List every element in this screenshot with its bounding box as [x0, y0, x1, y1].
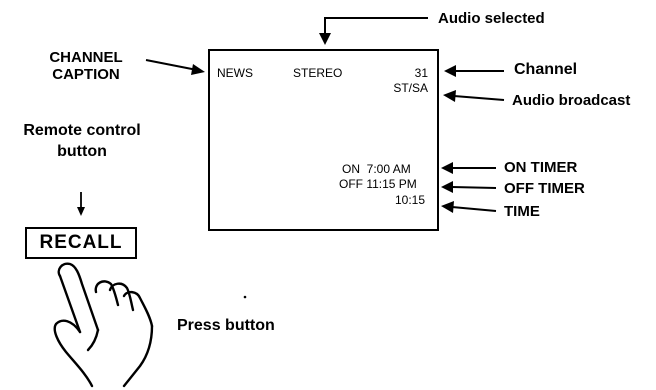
channel-caption-arrowhead [191, 64, 205, 75]
time-arrow [452, 207, 496, 211]
pointing-hand-icon [55, 264, 152, 386]
remote-arrowhead [77, 207, 85, 216]
screen-audio-broadcast: ST/SA [370, 82, 428, 95]
audio-broadcast-label: Audio broadcast [512, 92, 630, 109]
channel-caption-label: CHANNEL CAPTION [30, 49, 142, 84]
off-timer-label: OFF TIMER [504, 180, 585, 197]
audio-broadcast-arrow [454, 96, 504, 100]
stray-dot [244, 296, 247, 299]
audio-selected-label: Audio selected [438, 10, 545, 27]
on-timer-label: ON TIMER [504, 159, 577, 176]
channel-label: Channel [514, 61, 577, 79]
press-button-label: Press button [177, 317, 275, 335]
screen-channel: 31 [380, 67, 428, 80]
audio-broadcast-arrowhead [443, 90, 456, 102]
screen-time: 10:15 [370, 194, 425, 207]
on-timer-arrowhead [441, 162, 453, 174]
channel-caption-line2: CAPTION [30, 66, 142, 83]
audio-selected-arrow [325, 18, 428, 36]
remote-control-line2: button [0, 142, 164, 163]
channel-caption-line1: CHANNEL [30, 49, 142, 66]
off-timer-arrowhead [441, 181, 453, 193]
screen-audio-selected: STEREO [293, 67, 342, 80]
audio-selected-arrowhead [319, 33, 331, 45]
recall-button[interactable]: RECALL [25, 227, 137, 259]
remote-control-label: Remote control button [0, 121, 164, 163]
channel-caption-arrow [146, 60, 197, 70]
screen-on-timer: ON 7:00 AM [342, 163, 411, 176]
screen-caption: NEWS [217, 67, 253, 80]
off-timer-arrow [452, 187, 496, 188]
screen-off-timer: OFF 11:15 PM [339, 178, 417, 191]
time-label: TIME [504, 203, 540, 220]
channel-arrowhead [444, 65, 456, 77]
time-arrowhead [441, 201, 454, 213]
remote-control-line1: Remote control [0, 121, 164, 142]
